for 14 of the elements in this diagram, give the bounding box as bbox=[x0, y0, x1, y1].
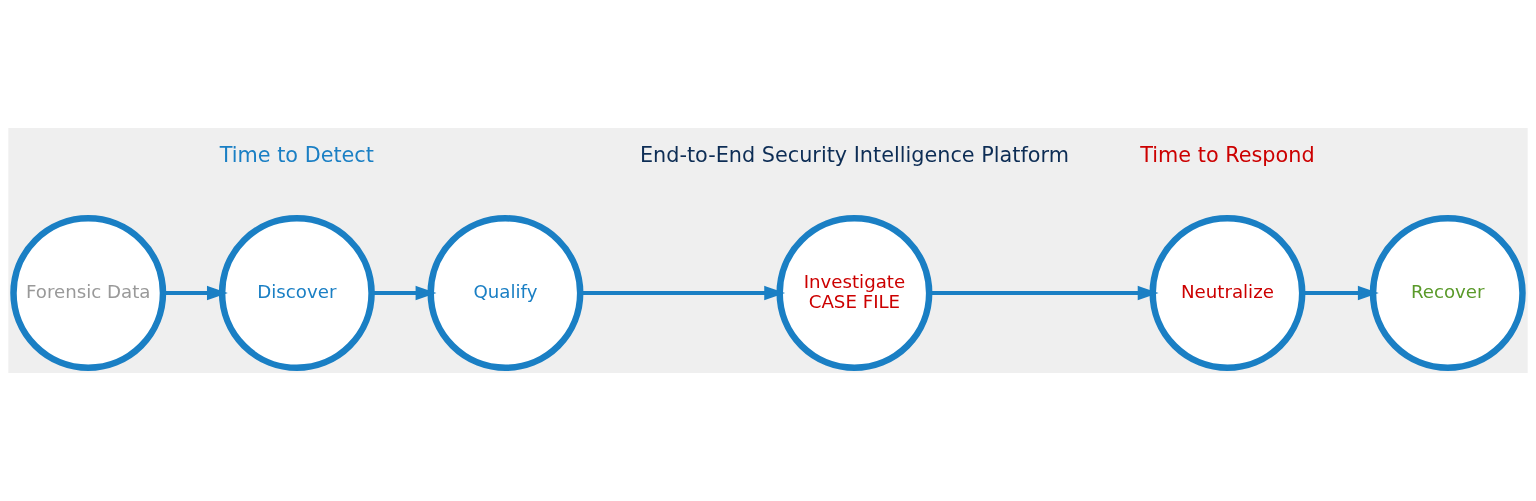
arrow bbox=[929, 285, 1159, 301]
label: End-to-End Security Intelligence Platform bbox=[639, 142, 1069, 167]
node-circle: Neutralize bbox=[1149, 215, 1306, 372]
node-circle: Forensic Data bbox=[10, 215, 167, 372]
node-circle: Discover bbox=[218, 215, 375, 372]
arrow bbox=[1302, 285, 1379, 301]
node-circle: Recover bbox=[1369, 215, 1526, 372]
arrow bbox=[163, 285, 228, 301]
label: Time to Respond bbox=[1140, 142, 1315, 167]
label: Time to Detect bbox=[219, 142, 374, 167]
arrow bbox=[580, 285, 786, 301]
node-circle: Investigate CASE FILE bbox=[776, 215, 933, 372]
node-circle: Qualify bbox=[427, 215, 584, 372]
arrow bbox=[371, 285, 437, 301]
